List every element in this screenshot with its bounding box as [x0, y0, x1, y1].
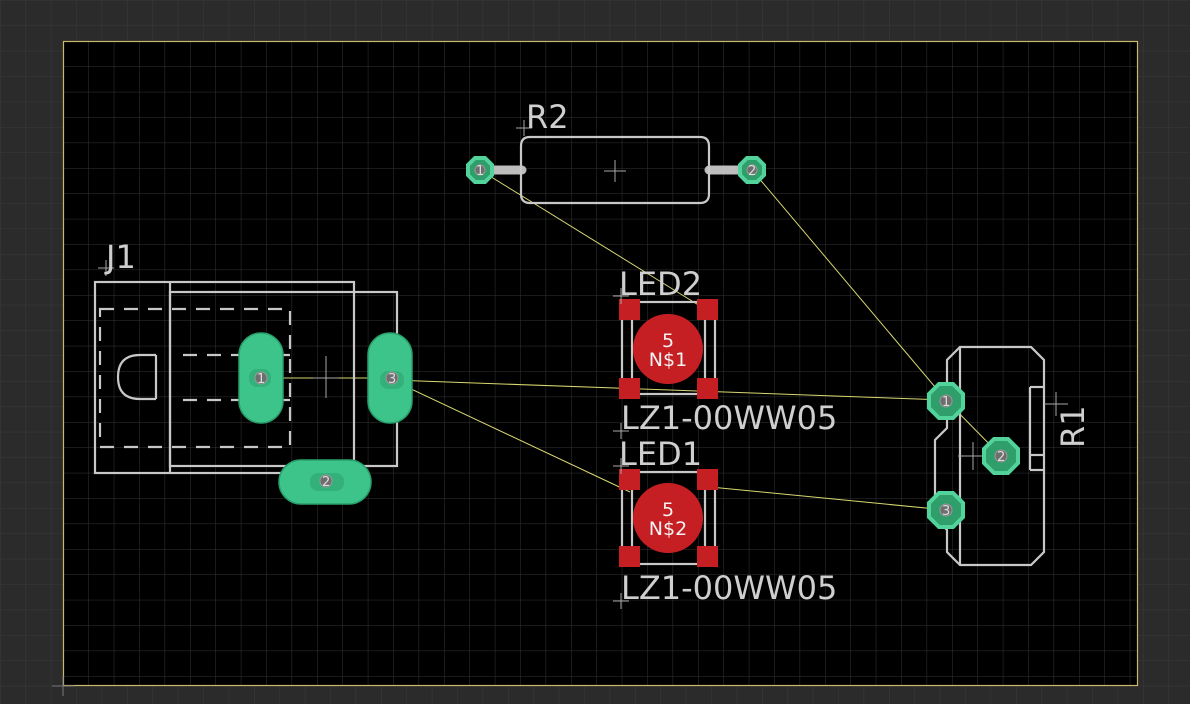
j1-jack-slot	[116, 353, 156, 401]
led1-pad-number: 5	[662, 499, 674, 521]
j1-pad-2-label: 2	[322, 475, 330, 490]
r2-ref-label: R2	[526, 98, 569, 136]
r1-ref-label: R1	[1054, 405, 1092, 448]
r2-pad-2[interactable]: 2	[738, 156, 766, 184]
resistor-r2[interactable]: R2 1 2	[466, 98, 766, 205]
led2-corner-pad-tl[interactable]	[619, 299, 640, 320]
r2-origin-cross	[516, 120, 626, 182]
led1-corner-pad-tr[interactable]	[697, 469, 718, 490]
led2-pad-number: 5	[662, 330, 674, 352]
led2-thermal-pad[interactable]	[633, 314, 703, 384]
led1-corner-pad-tl[interactable]	[619, 469, 640, 490]
led1-outline	[620, 470, 717, 566]
j1-ref-label: J1	[104, 238, 136, 276]
led2-corner-pad-tr[interactable]	[697, 299, 718, 320]
led2-ref-label: LED2	[619, 265, 702, 303]
led2-net-label: N$1	[649, 349, 687, 371]
led-led2[interactable]: 5 N$1 LED2 LZ1-00WW05	[613, 265, 837, 439]
led2-value-label: LZ1-00WW05	[621, 399, 837, 437]
led1-thermal-pad[interactable]	[633, 483, 703, 553]
r1-pad-2-label: 2	[997, 450, 1005, 465]
led1-net-label: N$2	[649, 518, 687, 540]
potentiometer-r1[interactable]: R1 1 2 3	[927, 345, 1092, 567]
j1-origin-cross	[98, 260, 339, 398]
connector-j1[interactable]: J1 1 3 2	[93, 238, 413, 505]
j1-pad-1-label: 1	[257, 372, 265, 387]
r1-origin-cross	[958, 392, 1068, 470]
origin-marker	[52, 676, 74, 696]
led2-corner-pad-br[interactable]	[697, 378, 718, 399]
led-led1[interactable]: 5 N$2 LED1 LZ1-00WW05	[613, 435, 837, 609]
j1-outline-inner	[98, 307, 292, 449]
led1-ref-label: LED1	[619, 435, 702, 473]
r1-pad-1[interactable]: 1	[927, 382, 965, 420]
r2-body	[519, 135, 711, 205]
r1-pad-2[interactable]: 2	[982, 437, 1020, 475]
r2-pad-1-label: 1	[476, 164, 484, 179]
r1-pad-3-label: 3	[942, 504, 950, 519]
j1-outline-main	[93, 280, 356, 475]
j1-pad-2[interactable]: 2	[278, 459, 372, 505]
led1-corner-pad-br[interactable]	[697, 546, 718, 567]
board-outline	[62, 40, 1139, 687]
led2-origin-cross	[613, 288, 629, 439]
led2-outline	[620, 300, 717, 396]
led1-origin-cross	[613, 458, 629, 609]
r1-body	[933, 345, 1046, 567]
j1-pad-1[interactable]: 1	[238, 332, 284, 424]
led2-corner-pad-bl[interactable]	[619, 378, 640, 399]
r1-pad-1-label: 1	[942, 395, 950, 410]
led1-corner-pad-bl[interactable]	[619, 546, 640, 567]
j1-pad-3[interactable]: 3	[367, 332, 413, 424]
r2-pad-2-label: 2	[748, 164, 756, 179]
j1-pad-3-label: 3	[388, 372, 396, 387]
r1-pad-3[interactable]: 3	[927, 491, 965, 529]
r2-pad-1[interactable]: 1	[466, 156, 494, 184]
led1-value-label: LZ1-00WW05	[621, 569, 837, 607]
